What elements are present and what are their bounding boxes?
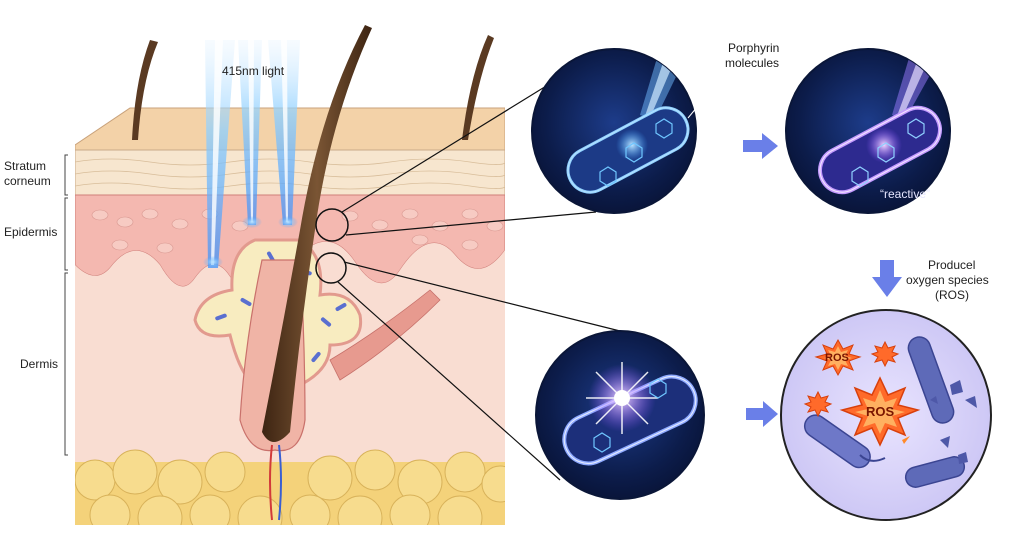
ros-label-line1: Producel — [928, 258, 975, 272]
zoom-circle-top — [315, 208, 349, 242]
right-arrow-icon-2 — [746, 401, 778, 427]
dermis-label: Dermis — [20, 357, 58, 371]
ros-burst-small-icon — [814, 338, 862, 377]
arrector-muscle — [329, 289, 441, 381]
ros-burst-icon — [839, 376, 921, 447]
stratum-label-line1: Stratum — [4, 159, 46, 173]
epidermis-label: Epidermis — [4, 225, 57, 239]
zoom-lines — [337, 79, 621, 481]
fat-layer — [75, 449, 505, 525]
reactive-label: “reactive” — [880, 187, 930, 201]
stratum-label-line2: corneum — [4, 174, 51, 188]
down-arrow-icon — [872, 260, 902, 297]
ros-label-line2: oxygen species — [906, 273, 989, 287]
bacterium-circle-3 — [535, 330, 705, 500]
bacterium-circle-2 — [785, 48, 951, 214]
ros-label-big: ROS — [866, 404, 895, 419]
hair-left — [132, 40, 158, 140]
layer-brackets — [64, 154, 68, 456]
blood-vessel-red — [269, 444, 273, 521]
porphyrin-molecule-icon — [599, 118, 673, 187]
zoom-circle-bottom — [315, 252, 347, 284]
ros-label-small: ROS — [825, 352, 849, 364]
ros-circle — [780, 309, 992, 521]
light-label: 415nm light — [222, 64, 285, 78]
hair-right — [462, 35, 494, 140]
porphyrin-label-line1: Porphyrin — [728, 41, 779, 55]
bacterium-circle-1 — [531, 48, 697, 214]
porphyrin-pointer — [687, 71, 727, 119]
hair-main — [262, 25, 372, 442]
light-beam-icon — [203, 40, 300, 268]
porphyrin-label-line2: molecules — [725, 56, 779, 70]
ros-label-line3: (ROS) — [935, 288, 969, 302]
right-arrow-icon — [743, 133, 778, 159]
blood-vessel-blue — [278, 444, 282, 521]
